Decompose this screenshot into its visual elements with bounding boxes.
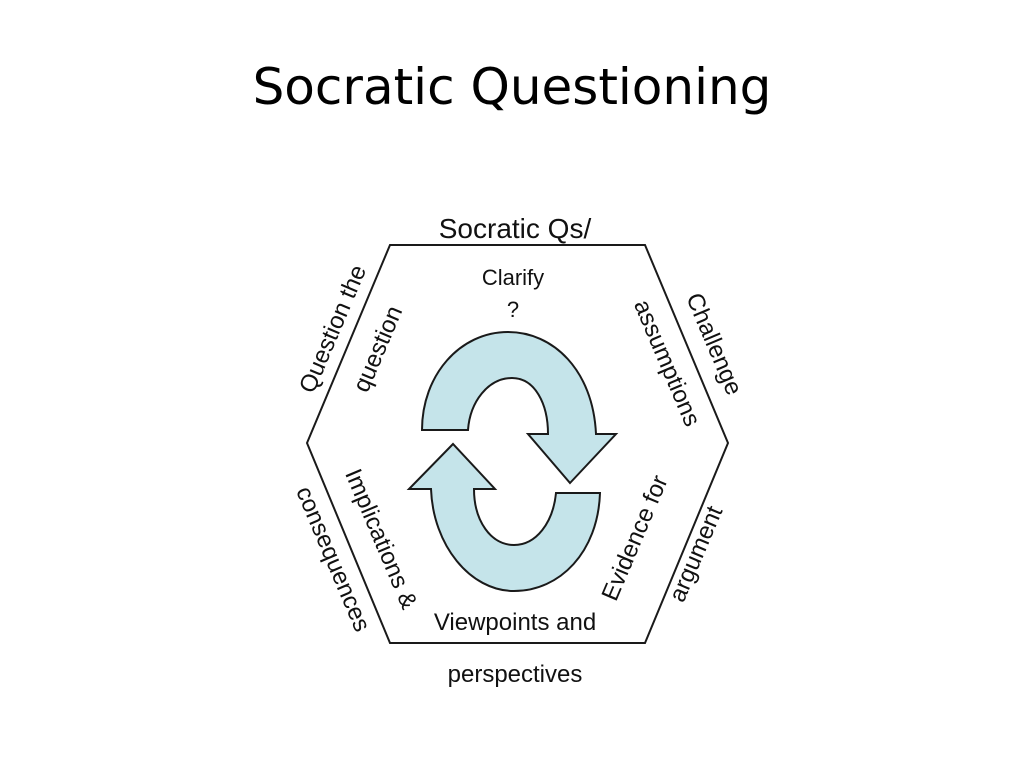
label-perspectives: perspectives — [448, 661, 583, 688]
label-question: question — [348, 302, 408, 396]
upper-cycle-arrow-icon — [420, 330, 619, 485]
label-socratic-qs: Socratic Qs/ — [439, 213, 592, 244]
label-viewpoints-and: Viewpoints and — [434, 609, 596, 636]
hexagon-outline — [305, 244, 730, 644]
slide-title: Socratic Questioning — [252, 58, 772, 116]
label-evidence-for: Evidence for — [597, 471, 674, 604]
label-clarify: Clarify — [482, 265, 544, 290]
label-clarify-question-mark: ? — [507, 297, 519, 322]
label-argument: argument — [664, 502, 729, 606]
lower-cycle-arrow-icon — [406, 442, 602, 593]
